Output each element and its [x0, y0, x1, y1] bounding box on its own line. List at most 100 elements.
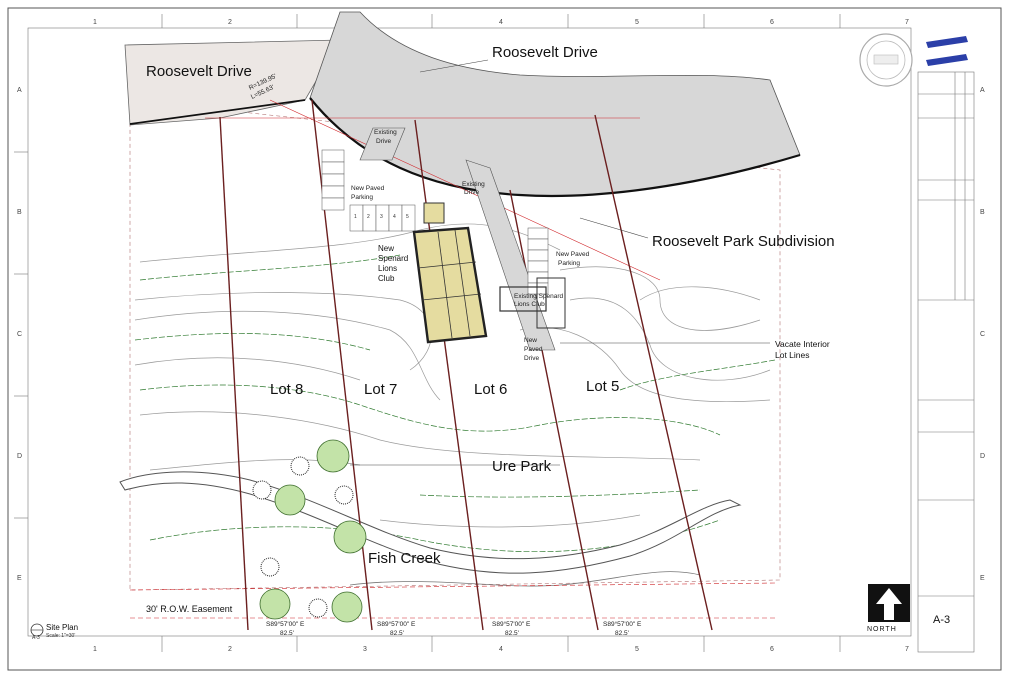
title-block: [917, 71, 975, 653]
sheet-number: A-3: [933, 614, 950, 626]
vacate-label: Lot Lines: [775, 350, 810, 360]
lot-8-label: Lot 8: [270, 381, 303, 398]
existing-drive-label: Drive: [376, 138, 392, 145]
row-easement-label: 30' R.O.W. Easement: [146, 604, 233, 614]
roosevelt-drive-right-label: Roosevelt Drive: [492, 44, 598, 61]
col-num: 2: [228, 19, 232, 26]
col-num: 1: [93, 19, 97, 26]
new-drive-label: New: [524, 337, 537, 344]
distance-label: 82.5': [505, 630, 519, 637]
distance-label: 82.5': [390, 630, 404, 637]
tree-icon: [334, 485, 354, 505]
parking-number: 1: [354, 214, 357, 220]
tree-icon: [316, 439, 350, 473]
col-num: 2: [228, 646, 232, 653]
new-club-interior-walls: [417, 229, 482, 339]
col-num: 5: [635, 19, 639, 26]
new-parking-label: Parking: [558, 260, 580, 267]
trees: [252, 439, 367, 623]
right-of-way-line-left: [129, 99, 306, 125]
new-club-building: [412, 226, 488, 344]
existing-drive-1: [359, 127, 406, 161]
row-letter: D: [17, 453, 22, 460]
grid-column-ticks: [14, 14, 841, 652]
col-num: 7: [905, 646, 909, 653]
tree-icon: [290, 456, 310, 476]
new-club-label: Lions: [378, 264, 397, 273]
distance-label: 82.5': [280, 630, 294, 637]
creek-tributary: [349, 571, 701, 587]
north-arrow-icon: [868, 584, 910, 622]
easement-line: [129, 582, 776, 591]
roosevelt-leader: [419, 59, 489, 73]
tree-icon: [252, 480, 272, 500]
parking-stalls-right: [527, 227, 549, 295]
col-num: 3: [363, 646, 367, 653]
bearing-label: S89°57'00" E: [266, 620, 305, 628]
subdivision-label: Roosevelt Park Subdivision: [652, 233, 835, 250]
row-letter: C: [17, 331, 22, 338]
new-club-entry: [423, 202, 445, 224]
tree-icon: [333, 520, 367, 554]
new-parking-label: Parking: [351, 194, 373, 201]
tree-icon: [274, 484, 306, 516]
existing-club-building: [499, 286, 547, 312]
new-drive-label: Drive: [524, 355, 540, 362]
existing-club-label: Lions Club: [514, 301, 545, 308]
lot-6-label: Lot 6: [474, 381, 507, 398]
plan-scale: Scale: 1"=30': [46, 633, 75, 639]
existing-drive-label: Drive: [464, 189, 480, 196]
roosevelt-drive-left: [124, 39, 341, 126]
fish-creek-label: Fish Creek: [368, 550, 441, 567]
tree-icon: [260, 557, 280, 577]
col-num: 1: [93, 646, 97, 653]
col-num: 6: [770, 646, 774, 653]
roosevelt-drive-left-label: Roosevelt Drive: [146, 63, 252, 80]
row-letter: C: [980, 331, 985, 338]
subdivision-leader: [579, 217, 649, 239]
parking-stalls-vertical: [321, 149, 345, 211]
curve-dimension-line: [269, 99, 661, 281]
tree-icon: [308, 598, 328, 618]
new-parking-label: New Paved: [351, 185, 385, 192]
grid-row-letters: A B C D E A B C D E: [17, 87, 985, 582]
row-letter: E: [17, 575, 22, 582]
distance-label: 82.5': [615, 630, 629, 637]
col-num: 5: [635, 646, 639, 653]
drawing-frame: [27, 27, 912, 637]
existing-drive-label: Existing: [374, 129, 397, 136]
existing-club-annex: [536, 277, 566, 329]
row-letter: A: [980, 87, 985, 94]
col-num: 4: [499, 646, 503, 653]
lot-5-label: Lot 5: [586, 378, 619, 395]
new-club-label: Spenard: [378, 254, 408, 263]
seal-icon: [859, 33, 913, 87]
existing-club-label: Existing Spenard: [514, 293, 564, 300]
row-letter: B: [980, 209, 985, 216]
plan-title: Site Plan: [46, 623, 78, 632]
new-drive-label: Paved: [524, 346, 543, 353]
tree-icon: [259, 588, 291, 620]
comb-icon: [926, 36, 968, 66]
bearing-label: S89°57'00" E: [492, 620, 531, 628]
row-letter: A: [17, 87, 22, 94]
existing-drive-label: Existing: [462, 181, 485, 188]
ure-park-label: Ure Park: [492, 458, 552, 475]
col-num: 6: [770, 19, 774, 26]
parking-stalls-horizontal: [349, 204, 416, 232]
parking-number: 5: [406, 214, 409, 220]
col-num: 7: [905, 19, 909, 26]
parking-number: 4: [393, 214, 396, 220]
new-club-label: Club: [378, 274, 395, 283]
grid-column-numbers-bottom: 1 2 3 4 5 6 7: [93, 646, 909, 653]
new-parking-label: New Paved: [556, 251, 590, 258]
tree-icon: [331, 591, 363, 623]
parking-number: 2: [367, 214, 370, 220]
row-letter: D: [980, 453, 985, 460]
bearing-label: S89°57'00" E: [377, 620, 416, 628]
col-num: 4: [499, 19, 503, 26]
plan-ref: A-3: [32, 635, 40, 641]
parking-number: 3: [380, 214, 383, 220]
